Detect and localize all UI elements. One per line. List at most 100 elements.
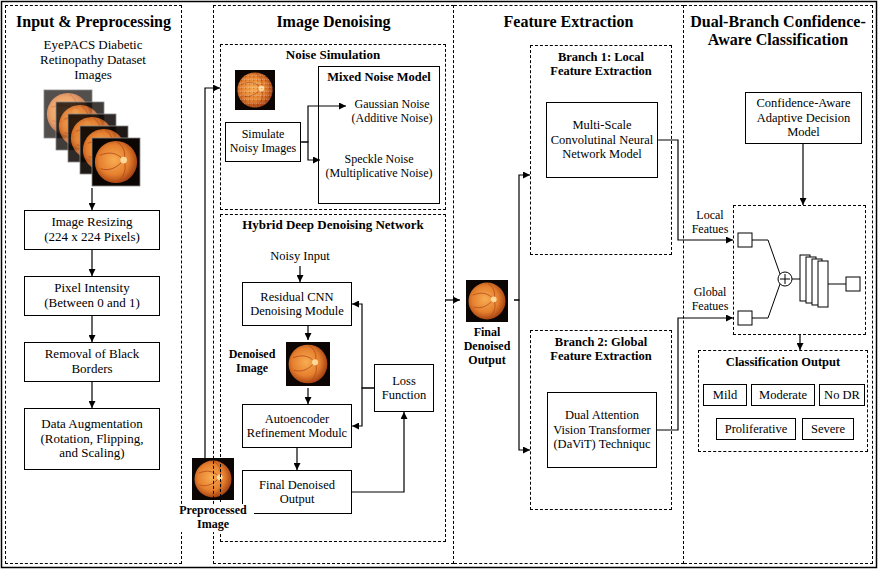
node-heading: Feature Extraction xyxy=(504,13,634,31)
node-heading: Image Denoising xyxy=(276,13,390,31)
class-box: Proliferative xyxy=(716,418,796,440)
process-box: Simulate Noisy Images xyxy=(225,122,301,162)
dataset-node: EyePACS Diabetic Retinopathy Dataset Ima… xyxy=(18,36,168,188)
node-text: Data Augmentation (Rotation, Flipping, a… xyxy=(35,417,149,462)
fusion-wire xyxy=(828,284,846,285)
global-input-square xyxy=(738,311,752,325)
text-node: Noisy Input xyxy=(262,246,338,266)
flow-arrow xyxy=(352,388,374,426)
node-heading: Classification Output xyxy=(726,355,840,369)
node-heading: EyePACS Diabetic Retinopathy Dataset Ima… xyxy=(36,38,150,83)
panel-band: Image DenoisingNoise SimulationSimulate … xyxy=(213,5,454,564)
class-box: Severe xyxy=(802,418,854,440)
flow-arrow xyxy=(307,326,308,340)
panel-band: Dual-Branch Confidence-Aware Classificat… xyxy=(684,5,873,564)
flow-arrow xyxy=(799,335,800,350)
node-text: Final Denoised Output xyxy=(460,326,514,367)
flow-arrow xyxy=(446,299,460,300)
fusion-network-sketch xyxy=(738,233,860,325)
class-box: No DR xyxy=(819,384,865,406)
node-text: Severe xyxy=(811,422,845,436)
panel-band: Input & PreprocessingEyePACS Diabetic Re… xyxy=(5,5,182,564)
node-text: Simulate Noisy Images xyxy=(229,128,297,156)
feature-map-layer xyxy=(818,261,828,307)
class-box: Mild xyxy=(703,384,747,406)
flow-arrow xyxy=(514,175,530,300)
node-text: Confidence-Aware Adaptive Decision Model xyxy=(749,96,859,139)
local-input-square xyxy=(738,233,752,247)
node-text: Dual Attention Vision Transformer (DaViT… xyxy=(549,408,655,451)
node-text: Preprocessed Image xyxy=(172,504,254,532)
node-text: Global Featues xyxy=(688,286,732,314)
flow-arrow xyxy=(657,318,733,430)
panel-band: Feature ExtractionFinal Denoised Output B… xyxy=(454,5,684,564)
node-text: Moderate xyxy=(759,388,807,402)
node-text: Autoencoder Refinement Modulc xyxy=(244,412,350,441)
process-box: Pixel Intensity (Between 0 and 1) xyxy=(24,276,160,316)
flow-arrow xyxy=(352,304,374,388)
fusion-wire xyxy=(752,240,780,274)
node-heading: Mixed Noise Model xyxy=(327,70,430,84)
node-text: Loss Function xyxy=(376,374,432,403)
fusion-wire xyxy=(792,279,800,280)
fusion-sum-symbol xyxy=(778,272,792,286)
node-text: Pixel Intensity (Between 0 and 1) xyxy=(39,281,145,311)
process-box: Dual Attention Vision Transformer (DaViT… xyxy=(547,392,657,468)
text-node: Speckle Noise (Multiplicative Noise) xyxy=(320,150,438,184)
node-text: Denoised Image xyxy=(224,348,280,376)
class-box: Moderate xyxy=(751,384,815,406)
process-box: Mixed Noise ModelGaussian Noise (Additiv… xyxy=(318,66,440,204)
process-box: Image Resizing (224 x 224 Pixels) xyxy=(24,210,160,250)
text-node: Gaussian Noise (Additive Noise) xyxy=(346,96,438,128)
fundus-image xyxy=(92,138,140,186)
node-text: Local Featues xyxy=(688,209,732,237)
node-heading: Dual-Branch Confidence-Aware Classificat… xyxy=(686,13,870,50)
node-heading: Branch 1: Local Feature Extraction xyxy=(539,50,663,79)
process-box: Confidence-Aware Adaptive Decision Model xyxy=(745,92,862,144)
process-box: Loss Function xyxy=(374,364,434,412)
process-box: Multi-Scale Convolutinal Neural Network … xyxy=(546,102,658,178)
group-box: Classification OutputMild Moderate No DR Pr… xyxy=(698,350,868,452)
node-text: Multi-Scale Convolutinal Neural Network … xyxy=(549,118,655,161)
node-text: Noisy Input xyxy=(270,249,329,263)
fusion-wire xyxy=(752,284,780,318)
node-heading: Branch 2: Global Feature Extraction xyxy=(539,335,663,364)
flow-arrow xyxy=(91,250,92,276)
group-box: Hybrid Deep Denoising NetworkNoisy Input… xyxy=(220,214,446,542)
node-text: Speckle Noise (Multiplicative Noise) xyxy=(322,153,436,181)
node-heading: Hybrid Deep Denoising Network xyxy=(242,218,424,233)
image-outline xyxy=(92,138,140,186)
node-heading: Input & Preprocessing xyxy=(16,13,171,31)
node-text: Gaussian Noise (Additive Noise) xyxy=(348,98,436,126)
process-box: Residual CNN Denoising Module xyxy=(242,282,352,326)
flow-arrow xyxy=(91,316,92,342)
final-fundus-image xyxy=(466,280,508,322)
flow-arrow xyxy=(301,106,346,142)
node-text: Proliferative xyxy=(725,422,787,436)
group-box: Noise SimulationSimulate Noisy Images Mix… xyxy=(220,44,446,210)
connector-group xyxy=(92,88,803,492)
flow-arrow xyxy=(296,448,297,470)
fusion-box: Local FeatuesGlobal Featues xyxy=(733,205,866,335)
node-text: Mild xyxy=(713,388,737,402)
flow-arrow xyxy=(658,140,733,240)
output-square xyxy=(846,277,860,291)
image-node: Denoised Image xyxy=(224,340,332,388)
noisy-fundus-image xyxy=(235,70,275,110)
group-box: Branch 1: Local Feature ExtractionMulti-… xyxy=(530,45,672,255)
plus-sign xyxy=(780,274,790,284)
denoised-fundus-image xyxy=(286,342,330,386)
image-node: Final Denoised Output xyxy=(460,280,514,374)
flow-arrow xyxy=(352,412,404,492)
node-text: Residual CNN Denoising Module xyxy=(245,290,349,319)
process-box: Final Denoised Output xyxy=(242,470,352,514)
node-heading: Noise Simulation xyxy=(286,48,380,63)
fundus-image-stack xyxy=(44,90,140,186)
flow-arrow xyxy=(514,300,530,450)
process-box: Autoencoder Refinement Modulc xyxy=(242,404,352,448)
flow-arrow xyxy=(307,388,308,404)
process-box: Removal of Black Borders xyxy=(24,342,160,382)
